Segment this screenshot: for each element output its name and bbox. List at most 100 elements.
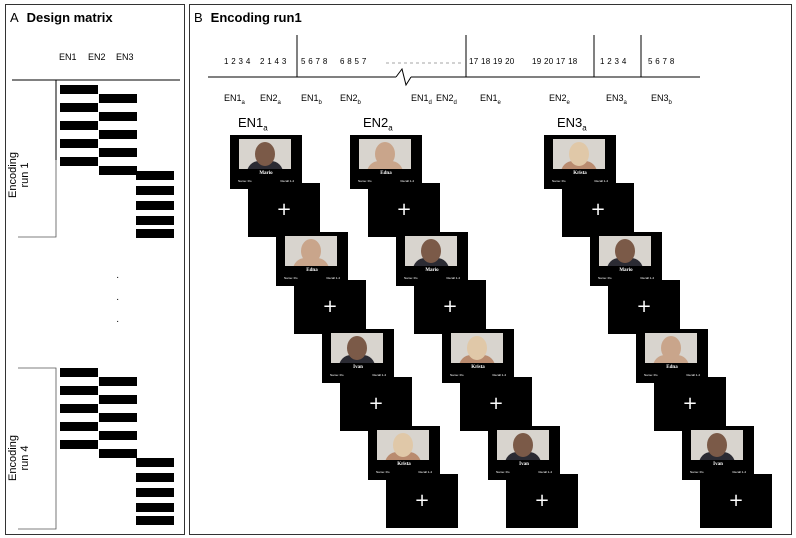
design-matrix-bar <box>60 85 98 94</box>
design-matrix-bar <box>99 449 137 458</box>
column-en1: EN1 <box>59 52 77 62</box>
design-matrix-bar <box>60 404 98 413</box>
face-name: Ivan <box>713 462 723 467</box>
face-meta-right: Recall 1-4 <box>372 373 386 377</box>
design-matrix-bar <box>136 216 174 225</box>
face-name: Mario <box>619 268 633 273</box>
design-matrix-bar <box>60 368 98 377</box>
fixation-screen: + <box>386 474 458 528</box>
design-matrix-lines <box>12 79 180 530</box>
fixation-screen: + <box>248 183 320 237</box>
face-meta-left: Name: Ro <box>330 373 344 377</box>
face-photo <box>599 236 651 266</box>
fixation-screen: + <box>294 280 366 334</box>
face-head <box>513 433 533 457</box>
design-matrix-bar <box>136 516 174 525</box>
face-meta-right: Recall 1-4 <box>326 276 340 280</box>
face-photo <box>497 430 549 460</box>
face-name: Ivan <box>519 462 529 467</box>
face-meta-right: Recall 1-4 <box>446 276 460 280</box>
fixation-screen: + <box>654 377 726 431</box>
face-meta-right: Recall 1-4 <box>640 276 654 280</box>
face-meta-right: Recall 1-4 <box>732 470 746 474</box>
face-meta-left: Name: Ro <box>404 276 418 280</box>
panel-b-title-text: Encoding run1 <box>210 10 302 25</box>
face-name: Krista <box>471 365 485 370</box>
fixation-screen: + <box>414 280 486 334</box>
panel-a-title-text: Design matrix <box>26 10 113 25</box>
design-matrix-bar <box>99 395 137 404</box>
face-meta-left: Name: Ro <box>496 470 510 474</box>
face-name: Krista <box>397 462 411 467</box>
design-matrix-bar <box>136 201 174 210</box>
face-photo <box>451 333 503 363</box>
design-matrix-bar <box>136 171 174 180</box>
face-meta-left: Name: Ro <box>376 470 390 474</box>
design-matrix-bar <box>99 166 137 175</box>
face-meta-left: Name: Ro <box>358 179 372 183</box>
cond-en3a: EN3a <box>606 93 627 106</box>
face-meta-left: Name: Ro <box>552 179 566 183</box>
fixation-screen: + <box>368 183 440 237</box>
design-matrix-bar <box>99 431 137 440</box>
column-en2: EN2 <box>88 52 106 62</box>
design-matrix-bar <box>60 103 98 112</box>
face-photo <box>405 236 457 266</box>
face-meta-right: Recall 1-4 <box>538 470 552 474</box>
face-meta-left: Name: Ro <box>284 276 298 280</box>
design-matrix-bar <box>136 186 174 195</box>
cond-en1d: EN1d <box>411 93 432 106</box>
face-name: Mario <box>259 171 273 176</box>
face-meta-left: Name: Ro <box>644 373 658 377</box>
face-photo <box>553 139 605 169</box>
cond-en3b: EN3b <box>651 93 672 106</box>
face-meta-right: Recall 1-4 <box>492 373 506 377</box>
face-meta-left: Name: Ro <box>238 179 252 183</box>
fixation-screen: + <box>700 474 772 528</box>
face-meta-right: Recall 1-4 <box>400 179 414 183</box>
face-meta-left: Name: Ro <box>690 470 704 474</box>
design-matrix-bar <box>60 139 98 148</box>
design-matrix-bar <box>99 94 137 103</box>
fixation-screen: + <box>562 183 634 237</box>
face-photo <box>239 139 291 169</box>
panel-b-letter: B <box>194 10 203 25</box>
timeline-break <box>395 67 412 87</box>
cond-en2d: EN2d <box>436 93 457 106</box>
face-photo <box>359 139 411 169</box>
design-matrix-bar <box>136 473 174 482</box>
face-head <box>421 239 441 263</box>
face-meta-left: Name: Ro <box>450 373 464 377</box>
timeline <box>208 35 700 87</box>
face-photo <box>331 333 383 363</box>
cond-en2a: EN2a <box>260 93 281 106</box>
ellipsis: · · · <box>116 267 119 333</box>
face-head <box>661 336 681 360</box>
design-matrix-bar <box>136 503 174 512</box>
panel-b-title: B Encoding run1 <box>194 10 302 25</box>
cond-en1a: EN1a <box>224 93 245 106</box>
ellipsis-dot: · <box>116 316 120 327</box>
face-head <box>707 433 727 457</box>
design-matrix-bar <box>99 112 137 121</box>
face-head <box>347 336 367 360</box>
fixation-screen: + <box>608 280 680 334</box>
face-meta-left: Name: Ro <box>598 276 612 280</box>
face-name: Krista <box>573 171 587 176</box>
design-matrix-bar <box>136 229 174 238</box>
face-name: Edna <box>306 268 318 273</box>
face-name: Edna <box>666 365 678 370</box>
design-matrix-bar <box>99 377 137 386</box>
ellipsis-dot: · <box>116 272 120 283</box>
design-matrix-bar <box>136 488 174 497</box>
